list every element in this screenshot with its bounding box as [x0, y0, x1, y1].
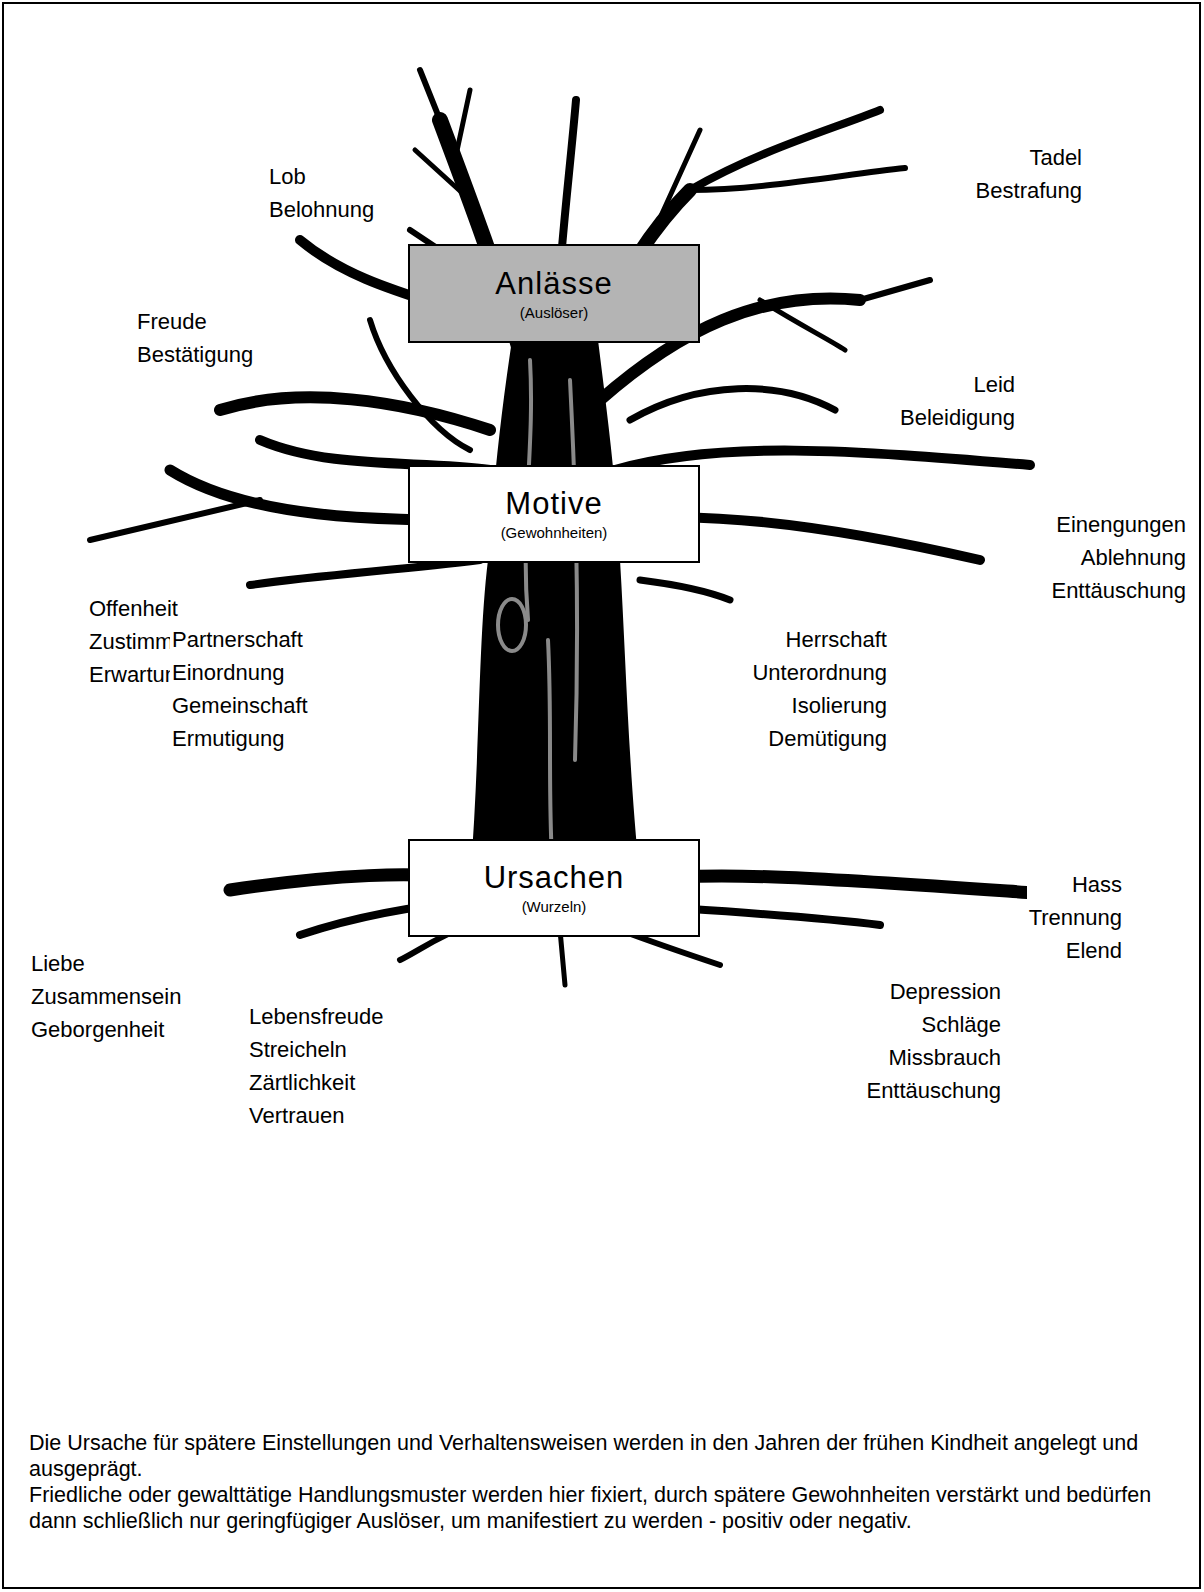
- box-subtitle: (Wurzeln): [522, 897, 587, 917]
- bark-streaks: [498, 360, 577, 860]
- stage-box: Ursachen(Wurzeln): [408, 839, 700, 937]
- box-subtitle: (Auslöser): [520, 303, 588, 323]
- tree-label: Lob Belohnung: [267, 160, 376, 226]
- caption-paragraph: Friedliche oder gewalttätige Handlungsmu…: [29, 1482, 1175, 1534]
- tree-label: Leid Beleidigung: [898, 368, 1017, 434]
- tree-branches: [90, 70, 1035, 985]
- box-title: Motive: [505, 485, 602, 523]
- tree-label: Herrschaft Unterordnung Isolierung Demüt…: [750, 623, 889, 755]
- tree-trunk: [470, 340, 640, 895]
- tree-label: Liebe Zusammensein Geborgenheit: [29, 947, 183, 1046]
- tree-label: Partnerschaft Einordnung Gemeinschaft Er…: [170, 623, 310, 755]
- box-title: Anlässe: [495, 265, 612, 303]
- page-frame: [3, 3, 1200, 1588]
- stage-box: Motive(Gewohnheiten): [408, 465, 700, 563]
- tree-label: Freude Bestätigung: [135, 305, 255, 371]
- tree-label: Lebensfreude Streicheln Zärtlichkeit Ver…: [247, 1000, 386, 1132]
- box-subtitle: (Gewohnheiten): [501, 523, 608, 543]
- stage-box: Anlässe(Auslöser): [408, 244, 700, 343]
- tree-label: Einengungen Ablehnung Enttäuschung: [1049, 508, 1188, 607]
- caption-text: Die Ursache für spätere Einstellungen un…: [29, 1430, 1175, 1482]
- tree-label: Depression Schläge Missbrauch Enttäuschu…: [864, 975, 1003, 1107]
- box-title: Ursachen: [484, 859, 625, 897]
- tree-label: Hass Trennung Elend: [1027, 868, 1124, 967]
- tree-label: Tadel Bestrafung: [974, 141, 1084, 207]
